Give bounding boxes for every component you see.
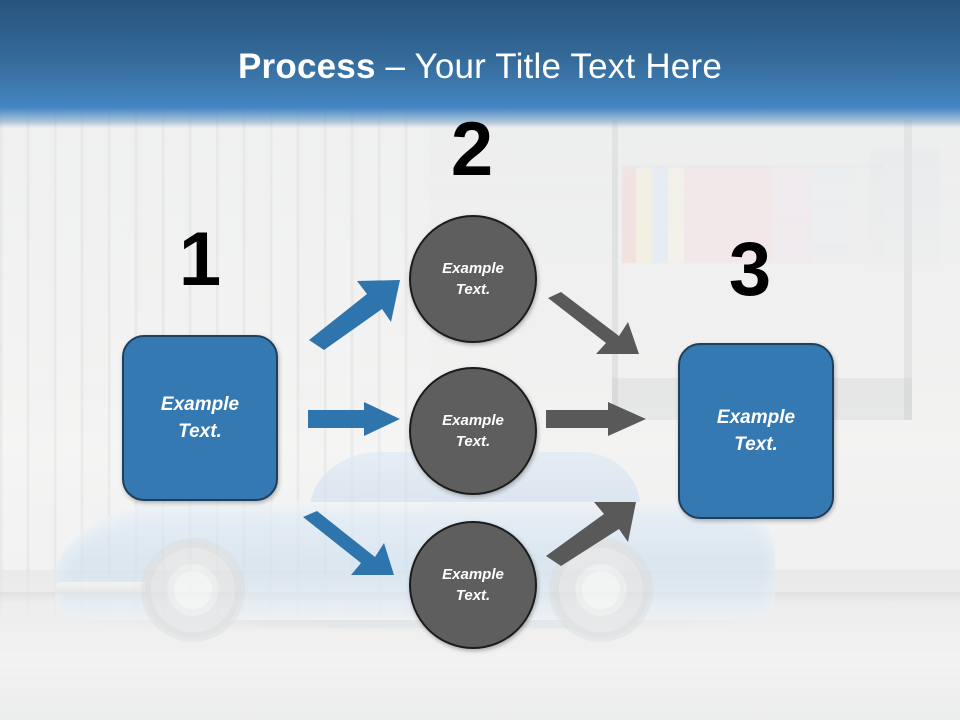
arrow-gray-up	[544, 500, 644, 566]
process-node-stage2-bottom-label: Example Text.	[442, 566, 504, 604]
step-number-2: 2	[450, 107, 494, 192]
process-node-stage2-middle-label: Example Text.	[442, 412, 504, 450]
step-number-3: 3	[728, 227, 772, 312]
arrow-gray-down	[548, 288, 652, 356]
process-node-stage1[interactable]: Example Text.	[122, 335, 278, 501]
step-number-1: 1	[178, 217, 222, 302]
arrow-blue-right	[308, 402, 400, 436]
page-title: Process – Your Title Text Here	[0, 46, 960, 88]
process-node-stage2-top-label: Example Text.	[442, 260, 504, 298]
page-title-rest: – Your Title Text Here	[375, 47, 722, 86]
process-node-stage2-middle[interactable]: Example Text.	[409, 367, 537, 495]
car-wheel-front	[145, 542, 241, 638]
title-band	[0, 0, 960, 128]
background-hanging-laundry-secondary	[870, 150, 940, 270]
process-node-stage1-label: Example Text.	[160, 394, 240, 442]
process-node-stage2-top[interactable]: Example Text.	[409, 215, 537, 343]
arrow-blue-down	[303, 505, 405, 577]
arrow-blue-up	[305, 278, 405, 350]
process-node-stage2-bottom[interactable]: Example Text.	[409, 521, 537, 649]
process-node-stage3[interactable]: Example Text.	[678, 343, 834, 519]
page-title-bold: Process	[238, 47, 376, 86]
process-node-stage3-label: Example Text.	[716, 407, 796, 455]
arrow-gray-right	[546, 402, 646, 436]
